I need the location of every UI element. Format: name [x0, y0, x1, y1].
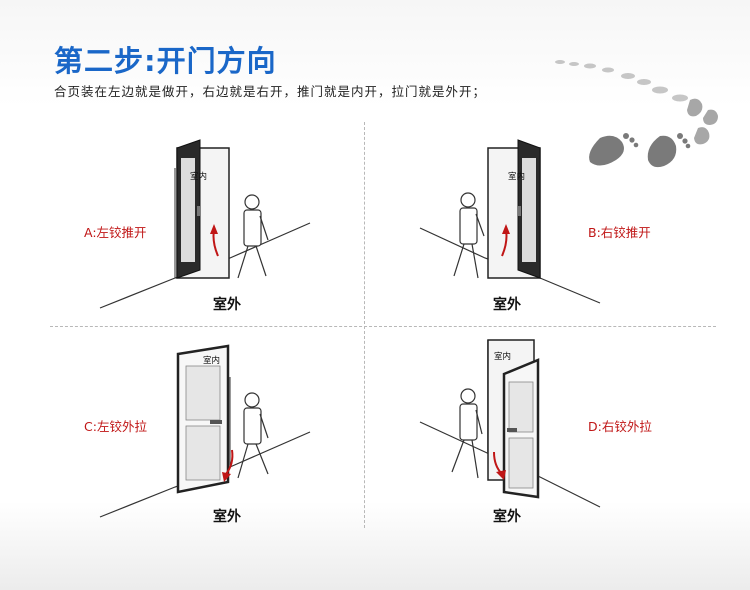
outdoor-label: 室外 — [213, 297, 241, 313]
outdoor-label: 室外 — [213, 509, 241, 525]
option-label-c: C:左铰外拉 — [84, 419, 147, 434]
indoor-label: 室内 — [190, 172, 208, 182]
outdoor-label: 室外 — [493, 509, 521, 525]
door-diagram-c — [99, 344, 311, 518]
person-icon — [237, 392, 269, 479]
indoor-label: 室内 — [203, 356, 221, 366]
indoor-label: 室内 — [508, 172, 526, 182]
door-diagram-a — [99, 139, 311, 309]
option-label-b: B:右铰推开 — [588, 225, 651, 240]
person-icon — [451, 388, 483, 479]
outdoor-label: 室外 — [493, 297, 521, 313]
person-icon — [453, 192, 485, 279]
option-label-a: A:左铰推开 — [84, 225, 147, 240]
page-subtitle: 合页装在左边就是做开，右边就是右开，推门就是内开，拉门就是外开； — [54, 84, 487, 99]
door-diagram-b — [419, 139, 601, 304]
person-icon — [237, 194, 269, 279]
door-diagram-d — [419, 339, 601, 508]
vertical-divider — [364, 122, 365, 528]
panel-c: 室内 室外 C:左铰外拉 — [60, 332, 360, 532]
page-title: 第二步:开门方向 — [54, 44, 277, 78]
horizontal-divider — [50, 326, 716, 327]
footprints-icon — [555, 60, 718, 168]
panel-d: 室内 室外 D:右铰外拉 — [390, 332, 690, 532]
option-label-d: D:右铰外拉 — [588, 419, 652, 434]
panel-a: 室内 室外 A:左铰推开 — [60, 128, 360, 328]
panel-b: 室内 室外 B:右铰推开 — [390, 128, 690, 328]
indoor-label: 室内 — [494, 352, 512, 362]
